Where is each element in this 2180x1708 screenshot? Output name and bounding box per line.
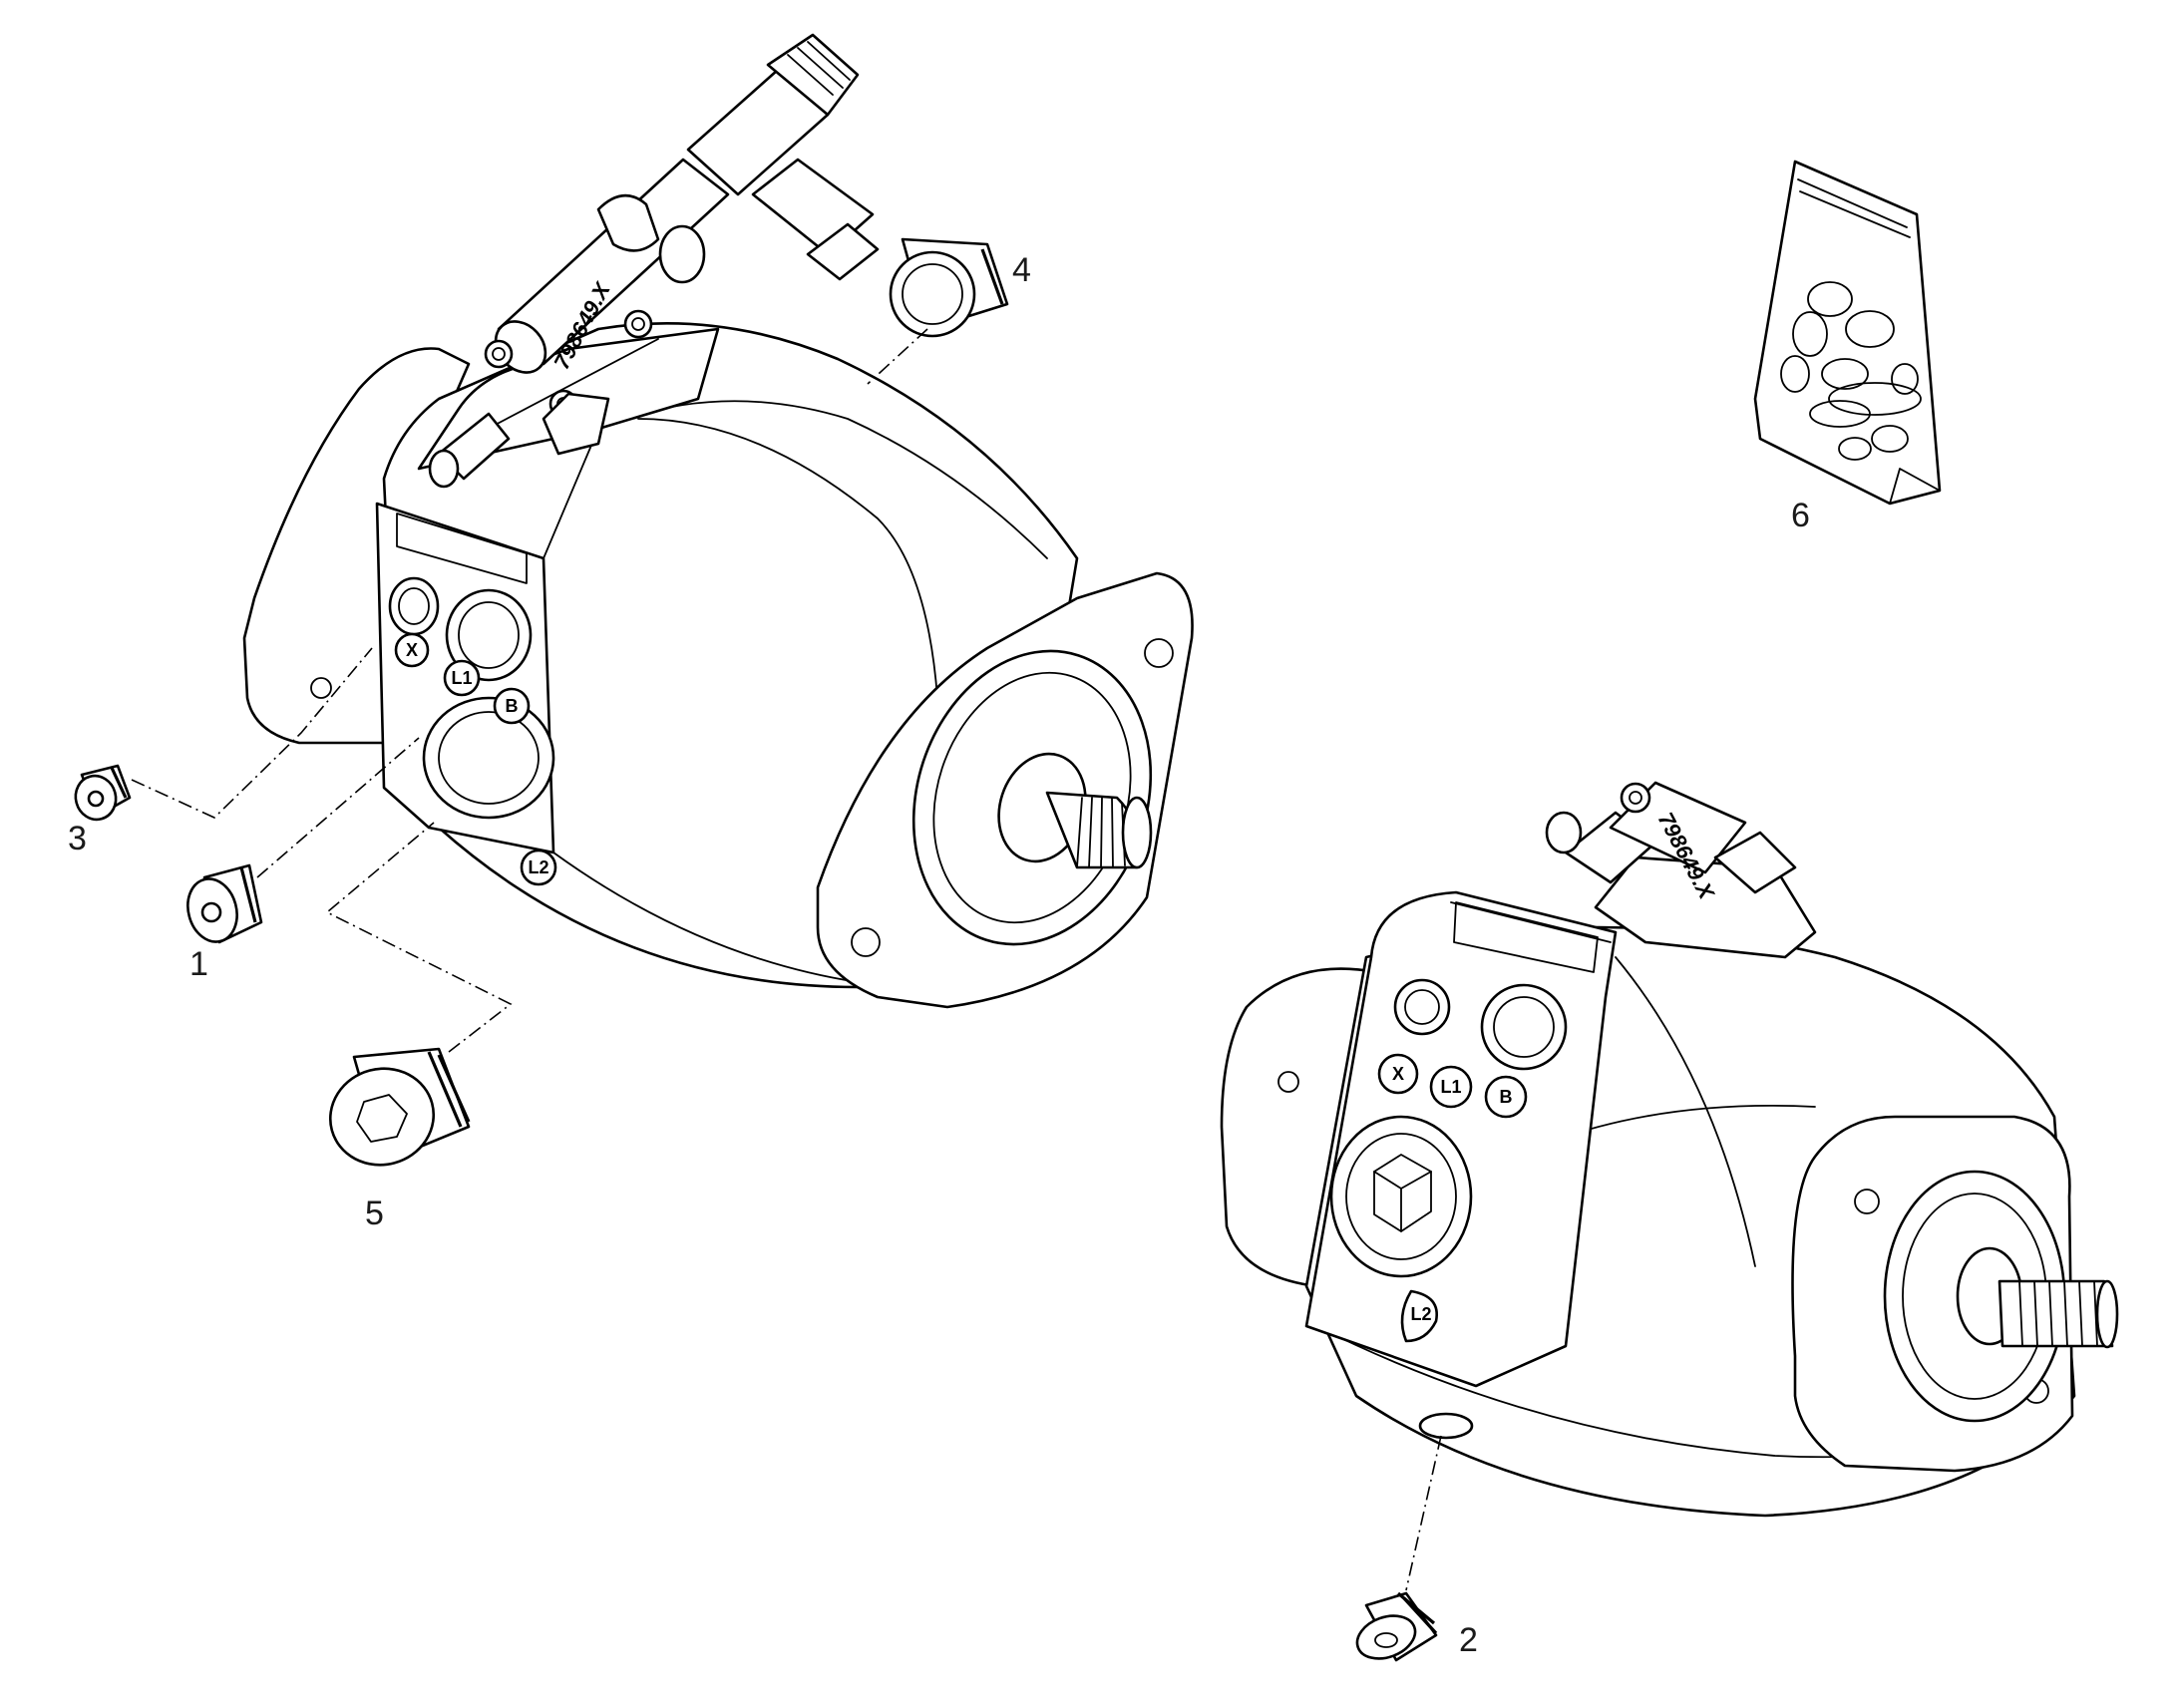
port-b-marker-lower (1484, 1075, 1528, 1119)
seal-kit-bag-part-6 (1753, 160, 1942, 506)
port-l2-marker-lower (1400, 1289, 1438, 1343)
callout-4: 4 (1012, 251, 1031, 289)
plug-part-3 (74, 764, 132, 822)
plug-part-2 (1355, 1591, 1438, 1662)
port-l1-marker-lower (1429, 1065, 1473, 1109)
port-l2-label-upper: L2 (528, 857, 548, 877)
cap-part-4 (889, 237, 1009, 338)
port-x-marker-upper (394, 632, 430, 668)
port-x-marker-lower (1377, 1053, 1419, 1095)
port-b-label-upper: B (506, 696, 519, 716)
callout-3: 3 (68, 820, 87, 857)
port-l1-label-lower: L1 (1440, 1077, 1461, 1097)
port-l2-marker-upper (520, 849, 557, 886)
port-b-label-lower: B (1500, 1087, 1513, 1107)
port-x-label-lower: X (1392, 1064, 1404, 1084)
port-b-marker-upper (493, 687, 531, 725)
port-l2-label-lower: L2 (1410, 1304, 1431, 1324)
callout-6: 6 (1791, 497, 1810, 534)
port-x-label-upper: X (406, 640, 418, 660)
plug-part-1 (186, 863, 263, 944)
plug-part-5 (328, 1047, 471, 1167)
callout-1: 1 (189, 945, 208, 983)
solenoid-valve-upper: 798649.X (428, 33, 880, 489)
port-l1-marker-upper (443, 659, 481, 697)
callout-5: 5 (365, 1195, 384, 1232)
callout-2: 2 (1459, 1621, 1478, 1659)
pump-assembly-lower: X L1 B L2 (1220, 781, 2119, 1518)
port-l1-label-upper: L1 (451, 668, 472, 688)
assembly-leader-lines (131, 328, 1442, 1591)
pump-assembly-upper: X L1 B L2 (242, 322, 1194, 1009)
